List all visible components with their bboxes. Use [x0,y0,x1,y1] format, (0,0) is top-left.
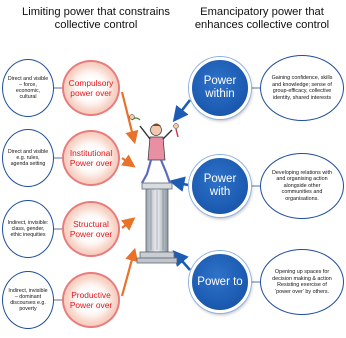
structural-power-over: Structural Power over [62,201,120,257]
power-within-description: Gaining confidence, skills and knowledge… [260,55,344,121]
institutional-power-over: Institutional Power over [62,130,120,186]
orange-arrow [121,217,136,231]
productive-power-over: Productive Power over [62,272,120,328]
blue-arrow [172,250,191,271]
power-with-circle: Power with [189,155,251,217]
productive-description: Indirect, invisible – dominant discourse… [2,271,54,329]
compulsory-power-over: Compulsory power over [62,60,120,116]
institutional-description: Direct and visible e.g. rules, agenda se… [2,129,54,187]
power-with-description: Developing relations with and organising… [260,153,344,219]
person-on-column-illustration [129,114,179,264]
right-heading: Emancipatory power that enhances collect… [194,6,330,31]
blue-arrow [172,99,192,123]
power-within-circle: Power within [189,57,251,119]
orange-arrow [120,247,139,297]
orange-arrow [121,154,136,168]
left-heading: Limiting power that constrains collectiv… [22,6,170,31]
structural-description: Indirect, invisible: class, gender, ethi… [2,200,54,258]
power-to-description: Opening up spaces for decision making & … [260,249,344,315]
compulsory-description: Direct and visible – force, economic, cu… [2,59,54,117]
power-to-circle: Power to [189,251,251,313]
blue-arrow [168,176,189,192]
orange-arrow [120,91,139,145]
